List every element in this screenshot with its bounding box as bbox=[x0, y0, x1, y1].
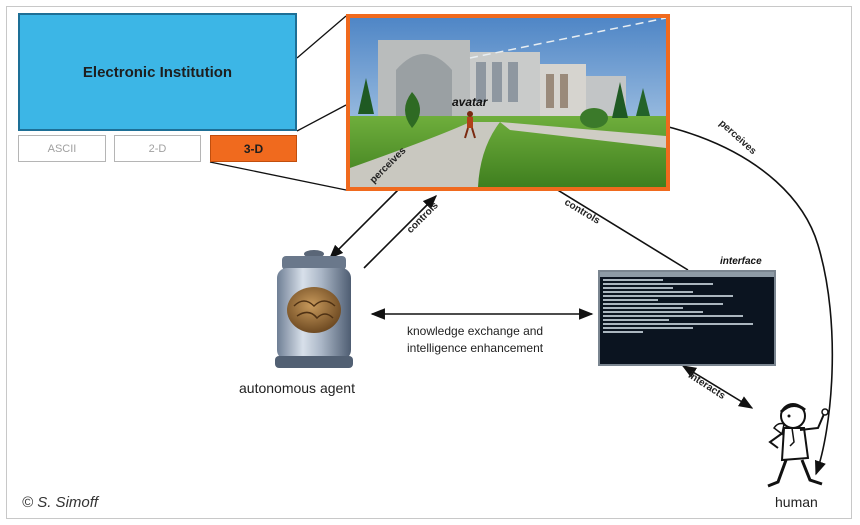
autonomous-agent-label: autonomous agent bbox=[239, 380, 355, 396]
interface-terminal bbox=[598, 270, 776, 366]
human-label: human bbox=[775, 494, 818, 510]
arrow-perceives-agent bbox=[328, 187, 401, 260]
copyright-label: © S. Simoff bbox=[22, 494, 99, 511]
human-figure-icon bbox=[767, 403, 829, 488]
avatar-figure bbox=[464, 111, 476, 139]
electronic-institution-title: Electronic Institution bbox=[82, 63, 233, 81]
interface-label: interface bbox=[720, 256, 762, 267]
zoom-line-top bbox=[296, 15, 347, 59]
walkway bbox=[350, 122, 500, 187]
exchange-label-line2: intelligence enhancement bbox=[407, 341, 544, 355]
mode-3d: 3-D bbox=[210, 135, 297, 162]
scene-illustration bbox=[350, 18, 666, 187]
exchange-label-line1: knowledge exchange and bbox=[407, 324, 544, 338]
tree-icon bbox=[358, 78, 650, 128]
arrow-controls-agent bbox=[363, 194, 438, 269]
virtual-world-scene bbox=[346, 14, 670, 191]
brain-jar-icon bbox=[275, 250, 353, 368]
arrow-interacts bbox=[681, 365, 754, 409]
mode-2d: 2-D bbox=[114, 135, 201, 162]
zoom-line-bottom bbox=[209, 161, 347, 191]
terminal-titlebar bbox=[600, 272, 774, 277]
electronic-institution-box: Electronic Institution bbox=[18, 13, 297, 131]
zoom-line-mid bbox=[296, 104, 347, 132]
mode-ascii: ASCII bbox=[18, 135, 106, 162]
avatar-label: avatar bbox=[452, 95, 488, 109]
